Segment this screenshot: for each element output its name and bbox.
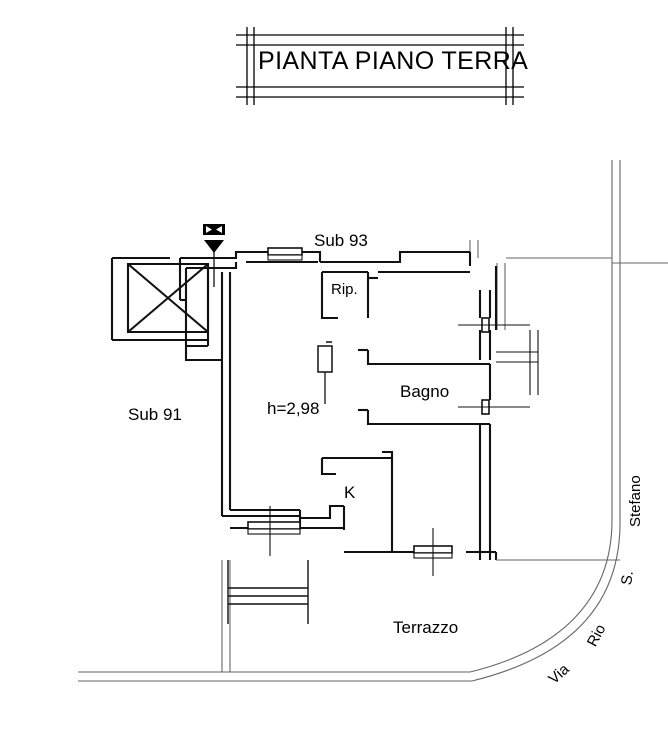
ceiling-height-annotation: h=2,98 bbox=[267, 399, 320, 418]
staircase-symbol bbox=[227, 560, 309, 624]
building-walls bbox=[110, 250, 620, 561]
window-symbols bbox=[247, 247, 539, 576]
street-label-stefano: Stefano bbox=[627, 475, 644, 527]
street-label-s: S. bbox=[618, 569, 637, 587]
door-swing-symbol bbox=[317, 341, 333, 404]
label-terrace: Terrazzo bbox=[393, 618, 459, 637]
label-kitchen: K bbox=[344, 483, 356, 502]
window-sill-lines bbox=[496, 330, 539, 395]
page-title: PIANTA PIANO TERRA bbox=[258, 47, 529, 75]
label-bathroom: Bagno bbox=[400, 382, 450, 401]
window-symbol-right-2 bbox=[458, 399, 530, 415]
label-sub-91: Sub 91 bbox=[128, 405, 182, 424]
french-door-symbol-1 bbox=[413, 528, 453, 576]
french-door-symbol-2 bbox=[247, 506, 301, 556]
title-frame bbox=[236, 27, 524, 105]
label-sub-93: Sub 93 bbox=[314, 231, 368, 250]
entrance-door-symbol bbox=[267, 247, 303, 261]
section-marker-icon bbox=[203, 224, 225, 287]
window-symbol-right-1 bbox=[458, 317, 530, 333]
label-storage-rip: Rip. bbox=[331, 281, 358, 298]
